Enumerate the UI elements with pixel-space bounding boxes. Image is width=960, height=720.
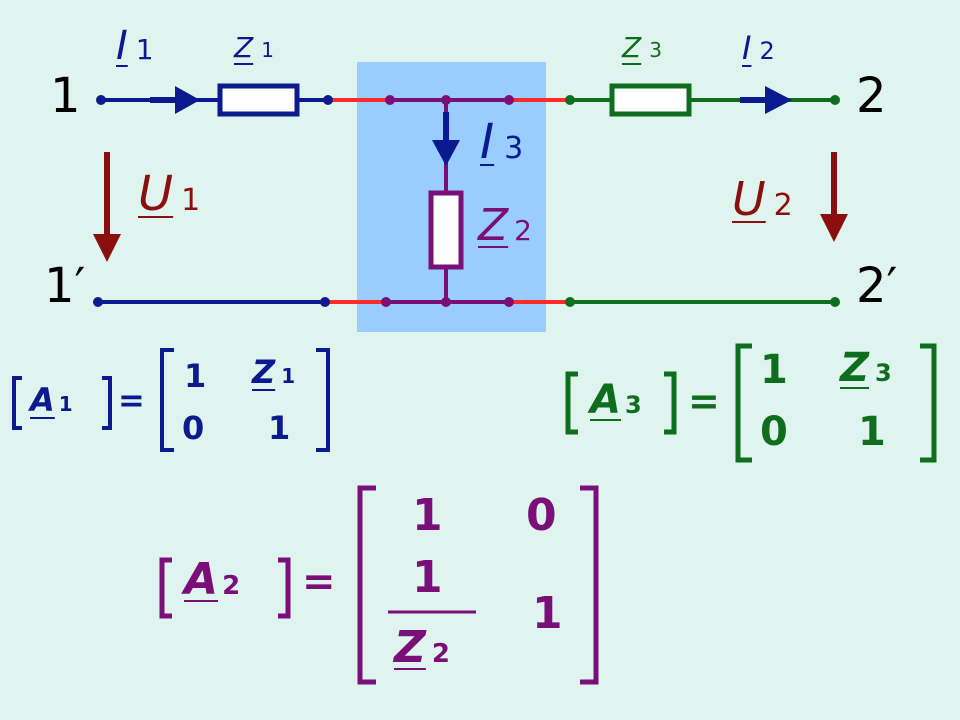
matrix-a2-brackets [159, 485, 599, 685]
matrix-a2-m22: 1 [532, 588, 563, 639]
current-arrow-i2 [765, 86, 792, 114]
matrix-a2-equals: = [302, 559, 336, 605]
current-arrow-i3 [432, 140, 460, 166]
matrix-a1-brackets [12, 348, 330, 452]
matrix-a1-m11: 1 [184, 357, 207, 395]
matrix-a2-m12: 0 [526, 490, 557, 541]
matrix-a2-m11: 1 [412, 490, 443, 541]
voltage-arrow-u1 [93, 234, 121, 262]
terminal-1-prime-label: 1′ [44, 258, 86, 314]
matrix-a2-m21-numerator: 1 [412, 552, 443, 603]
current-arrow-i1 [175, 86, 200, 114]
voltage-arrow-u2 [820, 214, 848, 242]
matrix-a1-equals: = [118, 381, 145, 419]
circuit-nodes [93, 95, 840, 307]
terminal-2-prime-label: 2′ [856, 258, 898, 314]
impedance-z2 [428, 190, 464, 270]
matrix-a3-m21: 0 [760, 409, 788, 455]
matrix-a3-equals: = [688, 379, 720, 423]
terminal-2-label: 2 [856, 68, 887, 124]
terminal-1-label: 1 [50, 68, 81, 124]
impedance-z1 [217, 83, 300, 117]
matrix-a1-m21: 0 [182, 409, 205, 447]
impedance-z3 [609, 83, 692, 117]
matrix-a3-brackets [565, 343, 937, 463]
matrix-a1-m22: 1 [268, 409, 291, 447]
matrix-a3-m11: 1 [760, 347, 788, 393]
matrix-a3-m22: 1 [858, 409, 886, 455]
